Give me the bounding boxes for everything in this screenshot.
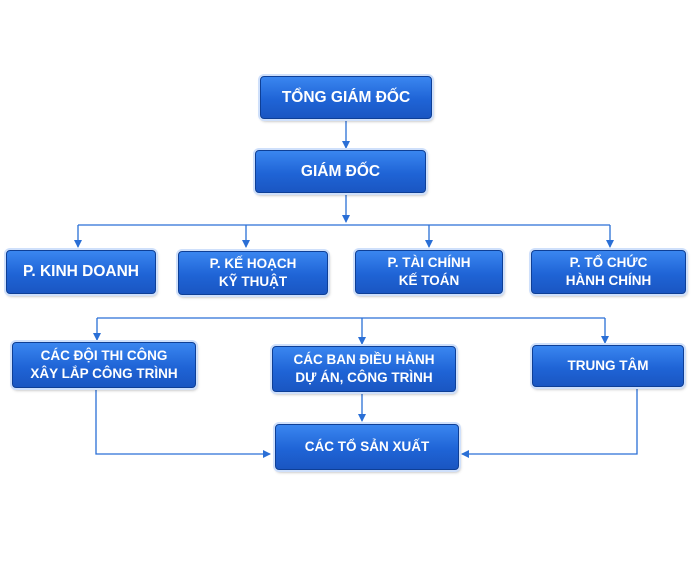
node-p-tai-chinh-ke-toan: P. TÀI CHÍNH KẾ TOÁN (355, 250, 503, 294)
node-p-to-chuc-hanh-chinh: P. TỔ CHỨC HÀNH CHÍNH (531, 250, 686, 294)
node-tong-giam-doc: TỔNG GIÁM ĐỐC (260, 76, 432, 119)
node-trung-tam: TRUNG TÂM (532, 345, 684, 387)
node-cac-to-san-xuat: CÁC TỔ SẢN XUẤT (275, 424, 459, 470)
node-p-ke-hoach-ky-thuat: P. KẾ HOẠCH KỸ THUẬT (178, 251, 328, 295)
node-giam-doc: GIÁM ĐỐC (255, 150, 426, 193)
node-cac-ban-dieu-hanh: CÁC BAN ĐIỀU HÀNH DỰ ÁN, CÔNG TRÌNH (272, 346, 456, 392)
node-p-kinh-doanh: P. KINH DOANH (6, 250, 156, 294)
connector-tt-to-sx (461, 387, 638, 458)
connector-doi-to-sx (95, 389, 271, 458)
node-cac-doi-thi-cong: CÁC ĐỘI THI CÔNG XÂY LẮP CÔNG TRÌNH (12, 342, 196, 388)
